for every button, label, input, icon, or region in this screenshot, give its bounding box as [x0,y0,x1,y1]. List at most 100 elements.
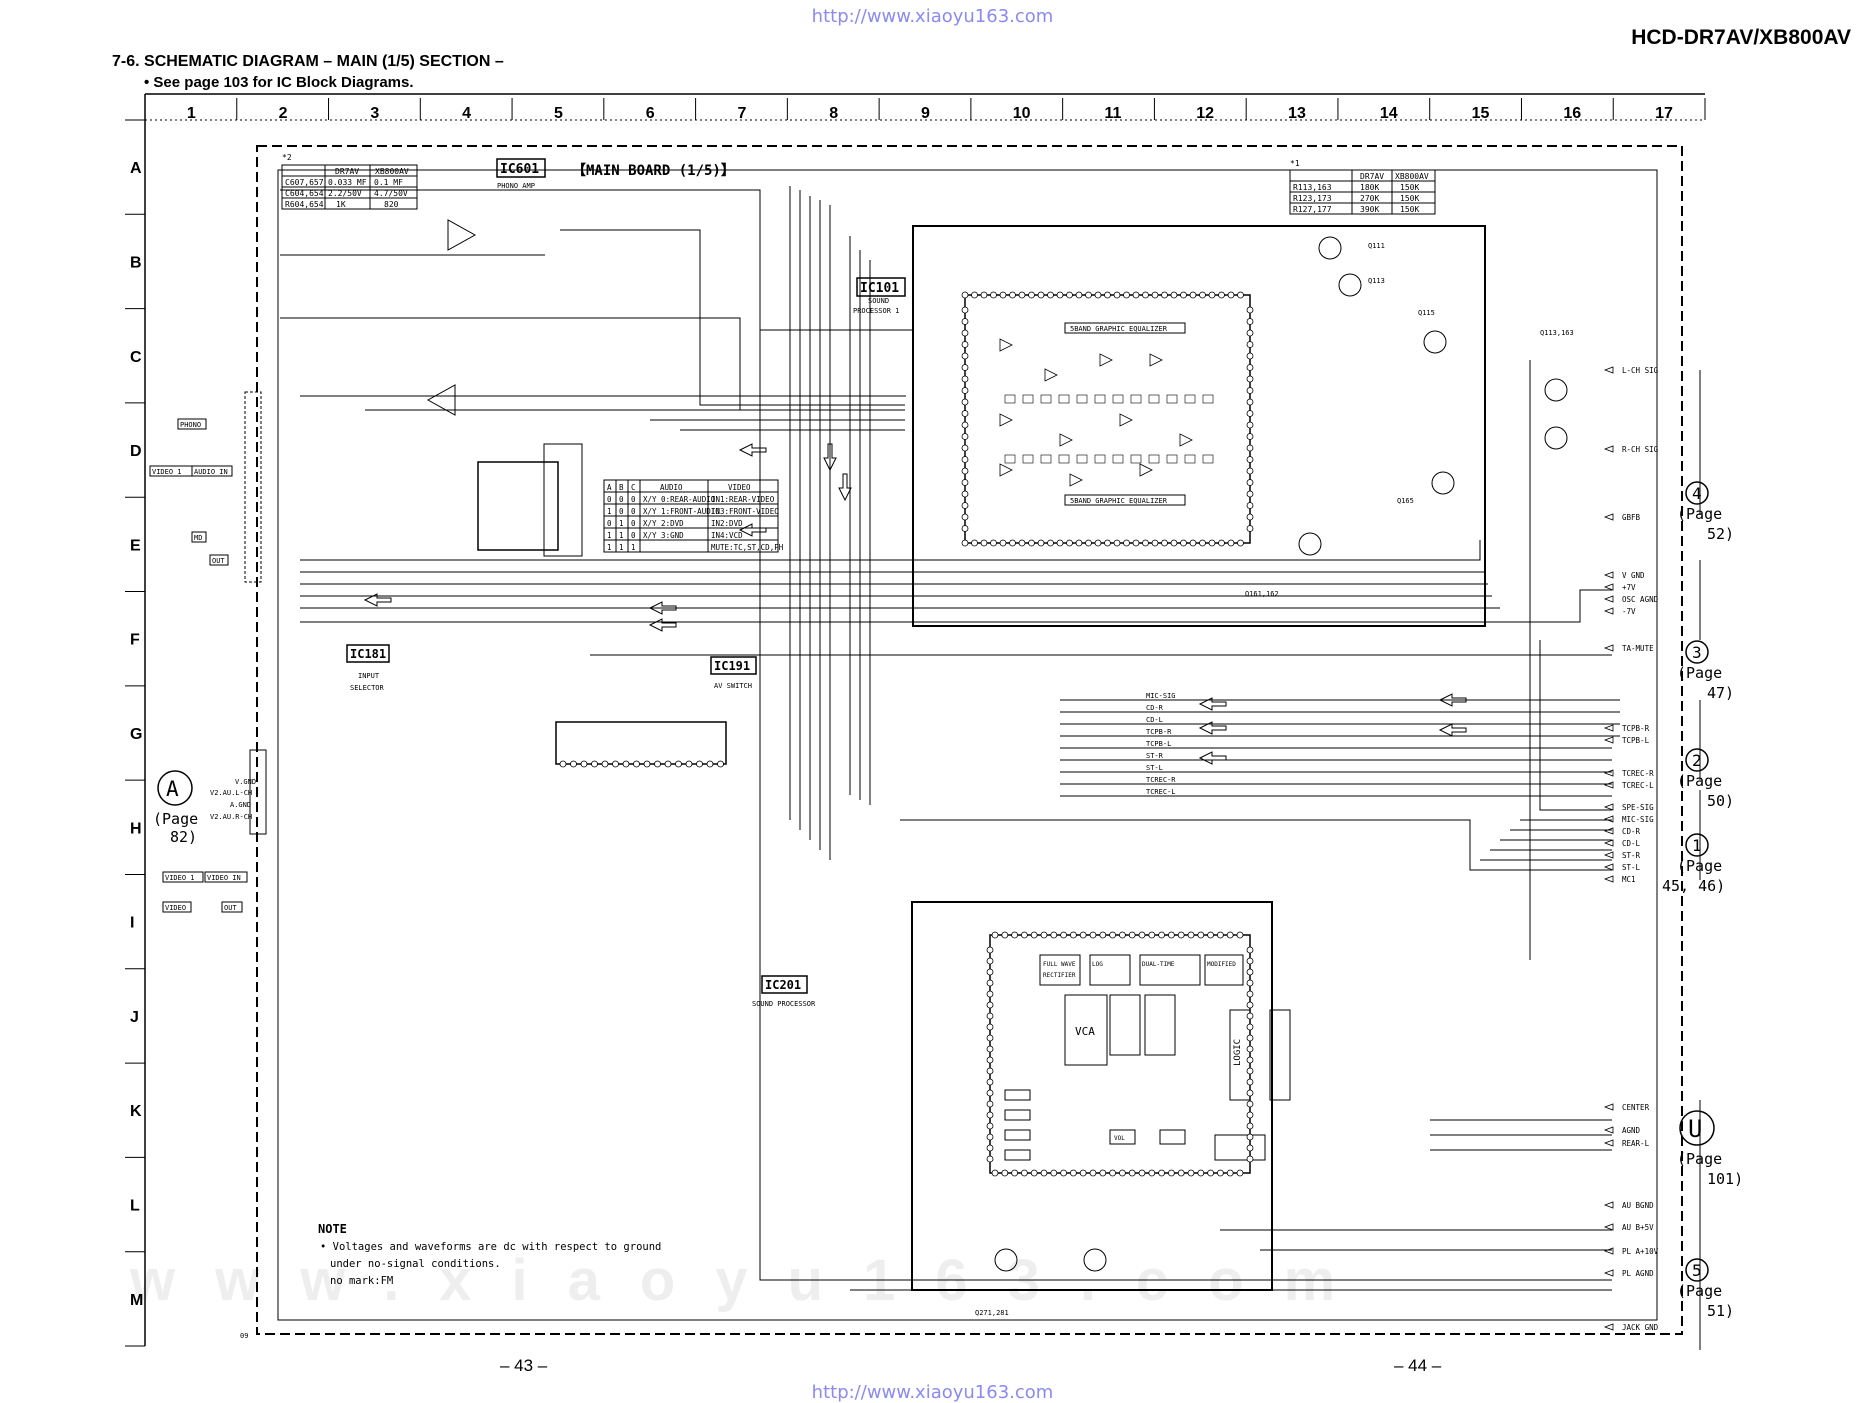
ic-pin [1180,539,1187,547]
svg-text:*1: *1 [1290,159,1300,168]
truth-table-cell: 0 [619,495,624,504]
ic-pin [1104,291,1111,299]
source-url-top[interactable]: http://www.xiaoyu163.com [811,6,1054,27]
op-amp [1044,368,1058,382]
ic-pin [961,513,969,521]
ic-pin [1246,364,1254,371]
svg-text:820: 820 [384,200,399,209]
ic-pin [1001,931,1009,939]
switch-block [1076,394,1088,404]
ic-pin [1066,539,1073,547]
page-number-right: – 44 – [1394,1356,1442,1375]
ic-pin [1142,539,1149,547]
svg-text:OUT: OUT [224,904,237,912]
ic-pin [1170,539,1178,547]
row-label: J [130,1009,139,1026]
svg-text:270K: 270K [1360,194,1379,203]
svg-text:V.GND: V.GND [235,778,256,786]
switch-block [1004,394,1016,404]
page-ref-circle [1679,1110,1715,1146]
truth-table-cell: IN2:DVD [711,519,743,528]
ic-pin [1246,410,1254,417]
ic-pin [1237,291,1244,299]
svg-text:RECTIFIER: RECTIFIER [1043,972,1076,979]
ic-pin [961,341,969,348]
ic-pin [986,946,994,954]
page-ref-circle [1685,1258,1709,1282]
ic-pin [961,375,969,383]
svg-text:(Page: (Page [153,810,198,828]
ic-pin [1246,1122,1254,1130]
ic-pin [1085,291,1092,299]
svg-text:under no-signal conditions.: under no-signal conditions. [330,1258,501,1270]
ic-pin [1079,931,1087,939]
ic-pin [971,291,978,299]
column-label: 15 [1472,105,1490,122]
switch-block [1094,454,1106,464]
ic-pin [1207,1169,1214,1177]
page-ref-page: 47) [1707,684,1734,702]
column-label: 2 [279,105,288,122]
ic-pin [1246,979,1254,987]
ic-pin [1066,291,1073,299]
signal-arrow [1603,445,1614,453]
signal-label: CD-R [1622,827,1641,836]
truth-table-cell: X/Y 3:GND [643,531,684,540]
signal-label: TCPB-R [1622,724,1650,733]
signal-arrow [1603,781,1614,789]
ic-pin [1018,291,1026,299]
signal-arrow [1603,724,1614,732]
ic-pin [1001,1169,1009,1177]
signal-arrow [1603,571,1614,579]
signal-label: TCREC-L [1622,781,1654,790]
ic-pin [1170,291,1178,299]
signal-label: OSC AGND [1622,595,1659,604]
column-label: 9 [921,105,930,122]
ic-pin [961,387,969,394]
bus-label: TCREC-L [1146,788,1176,796]
page-ref-label: (Page [1677,857,1722,875]
svg-text:VIDEO: VIDEO [165,904,186,912]
ic-pin [601,760,609,768]
ic-pin [961,352,969,360]
ic-pin [1189,539,1197,547]
svg-text:0.1 MF: 0.1 MF [374,178,403,187]
signal-label: L-CH SIG [1622,366,1659,375]
switch-block [1166,394,1178,404]
svg-text:82): 82) [170,828,197,846]
note: NOTE • Voltages and waveforms are dc wit… [318,1222,661,1287]
truth-table-cell: IN3:FRONT-VIDEO [711,507,779,516]
row-label: I [130,915,134,932]
source-url-bottom[interactable]: http://www.xiaoyu163.com [811,1382,1054,1403]
signal-label: GBFB [1622,513,1641,522]
signal-arrow [1603,644,1614,652]
bus-label: CD-R [1146,704,1164,712]
page-ref-circle [1685,640,1709,664]
page-ref-label: (Page [1677,1150,1722,1168]
ic-pin [991,931,999,939]
signal-label: ST-L [1622,863,1641,872]
ic-pin [961,433,969,440]
signal-arrow [1603,513,1614,521]
ic-pin [961,329,969,337]
footer-code: 09 [240,1332,248,1340]
truth-table-cell: 1 [619,531,624,540]
ic-pin [1246,1001,1254,1009]
ic-pin [1138,1169,1146,1177]
svg-text:AUDIO: AUDIO [660,483,683,492]
ic-pin [1246,968,1254,976]
row-label: F [130,632,140,649]
ic-pin [961,291,969,299]
ic-pin [1089,1169,1097,1177]
svg-text:VIDEO 1: VIDEO 1 [152,468,182,476]
page-ref-label: (Page [1677,664,1722,682]
column-label: 12 [1196,105,1214,122]
ic-pin [1227,291,1235,299]
svg-text:LOGIC: LOGIC [1233,1039,1243,1066]
switch-block [1148,454,1160,464]
page-ref-number: 5 [1692,1261,1702,1280]
ic-pin [986,1023,994,1031]
ic-pin [1158,931,1165,939]
signal-label: MIC-SIG [1622,815,1654,824]
